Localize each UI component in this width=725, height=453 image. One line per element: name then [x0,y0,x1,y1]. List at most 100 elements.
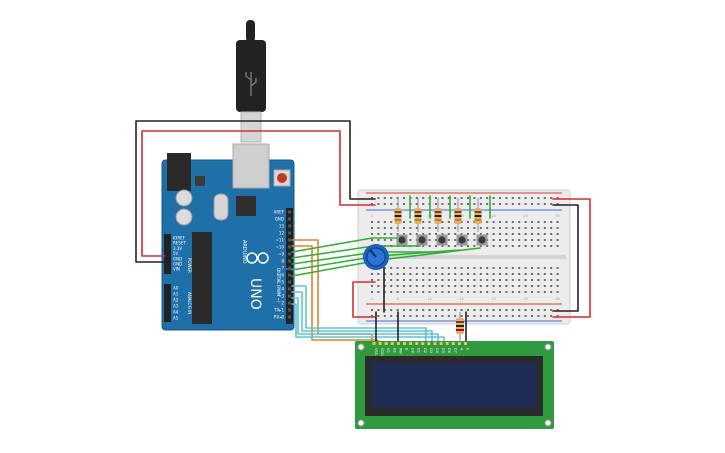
digital-pins-title: DIGITAL (PWM ~) [276,268,281,303]
lcd-pin[interactable] [464,342,467,345]
lcd-pin-label: RS [392,348,396,353]
analog-pin-label: A3 [173,304,179,309]
push-button-cap[interactable] [438,236,446,244]
wire-right-negative[interactable] [552,204,579,312]
lcd-pin[interactable] [390,342,394,345]
potentiometer-indicator [369,249,377,258]
digital-pin-label: 7 [281,266,284,271]
digital-pin[interactable] [288,266,291,270]
lcd-pin[interactable] [396,342,400,345]
digital-header-top [286,208,293,268]
digital-pin-label: ~3 [278,294,284,299]
lcd-pin-label: D5 [441,348,445,353]
potentiometer[interactable] [363,244,389,270]
breadboard[interactable]: 115510101515202025253030 [357,189,571,325]
digital-pin-label: 2 [281,301,284,306]
lcd-pin[interactable] [378,342,382,345]
lcd-pin-label: V0 [386,348,390,353]
digital-pin[interactable] [288,231,291,235]
digital-pin[interactable] [288,252,291,256]
breadboard-column-number: 15 [459,297,463,301]
digital-pin-label: ~9 [278,252,284,257]
breadboard-column-number: 1 [371,297,373,301]
digital-pin[interactable] [288,280,291,284]
wire-d5[interactable] [291,285,427,344]
digital-pin[interactable] [288,315,291,319]
lcd-pin[interactable] [433,342,437,345]
lcd-pin[interactable] [372,342,376,345]
push-button-cap[interactable] [398,236,406,244]
power-pin-label: VIN [173,267,180,272]
push-button-cap[interactable] [478,236,486,244]
digital-pin-label: ~6 [278,273,284,278]
wire-d2[interactable] [291,303,445,344]
capacitor-1 [175,189,193,207]
digital-pin[interactable] [288,245,291,249]
analog-pin-label: A4 [173,310,179,315]
push-button-cap[interactable] [458,236,466,244]
digital-pin[interactable] [288,301,291,305]
wire-d10[interactable] [291,237,399,253]
power-jack [167,153,191,191]
wire-left-positive-jumper[interactable] [352,281,376,318]
breadboard-column-number: 30 [555,214,559,218]
digital-pin[interactable] [288,238,291,242]
arduino-logo-icon [246,252,269,264]
reset-button-cap[interactable] [277,173,287,183]
digital-pin[interactable] [288,287,291,291]
digital-pin[interactable] [288,210,291,214]
arduino-uno-board[interactable]: ARDUINO UNO DIGITAL (PWM ~) POWER ANALOG… [161,143,295,331]
usb-cable-tail [246,20,255,42]
arduino-uno-text: UNO [247,278,263,310]
lcd-pin-label: D4 [435,348,439,354]
wire-gnd-top[interactable] [135,120,376,263]
lcd-pin[interactable] [457,342,461,345]
digital-pin-label: 8 [281,259,284,264]
lcd-pin-label: D1 [417,348,421,353]
lcd-pin-label: D3 [429,348,433,353]
lcd-mount-hole-tl [357,343,365,351]
lcd-pin[interactable] [427,342,431,345]
digital-pin-label: ~5 [278,280,284,285]
lcd-mount-hole-tr [544,343,552,351]
breadboard-column-number: 25 [523,297,527,301]
wire-right-positive[interactable] [552,198,591,318]
wire-5v-top[interactable] [141,130,376,257]
digital-pin[interactable] [288,224,291,228]
analog-pin-label: A0 [173,286,179,291]
wire-d4[interactable] [291,291,433,344]
lcd-mount-hole-bl [357,419,365,427]
lcd-pin[interactable] [384,342,388,345]
lcd-mount-hole-br [544,419,552,427]
digital-pin-label: RX◂0 [274,315,285,320]
digital-pin-label: 13 [279,224,285,229]
lcd-pin[interactable] [451,342,455,345]
digital-pin[interactable] [288,259,291,263]
lcd-pin-label: VSS [374,348,378,356]
lcd-pin-label: D0 [411,348,415,353]
push-button-cap[interactable] [418,236,426,244]
lcd-pin[interactable] [439,342,443,345]
power-pin-label: RESET [173,241,186,246]
digital-pin[interactable] [288,308,291,312]
lcd-pin[interactable] [421,342,425,345]
digital-pin[interactable] [288,273,291,277]
usb-symbol-icon [245,72,257,96]
lcd-pin[interactable] [445,342,449,345]
lcd-pin-label: K [466,348,470,351]
lcd-pin[interactable] [409,342,413,345]
power-header [164,234,171,274]
breadboard-column-number: 30 [555,297,559,301]
arduino-brand-text: ARDUINO [241,240,247,264]
digital-pin[interactable] [288,294,291,298]
lcd-pin[interactable] [403,342,406,345]
voltage-regulator [195,176,205,186]
push-buttons[interactable] [396,234,488,246]
digital-pin[interactable] [288,217,291,221]
lcd-pin[interactable] [415,342,419,345]
usb-chip [236,196,256,216]
usb-cable[interactable] [236,20,266,143]
